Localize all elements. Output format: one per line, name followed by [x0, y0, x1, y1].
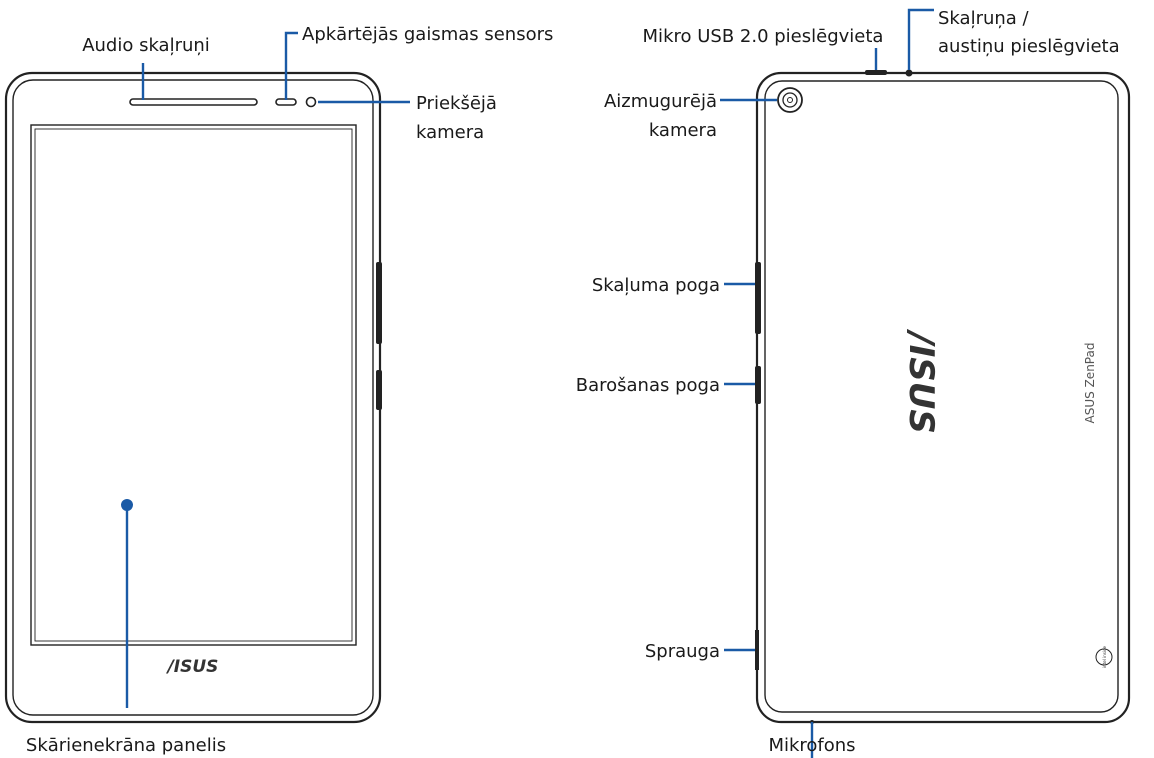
front-camera — [305, 96, 317, 108]
front-screen-inner — [34, 128, 353, 642]
back-asus-logo: /ISUS — [901, 328, 941, 434]
label-speaker-jack-line1: Skaļruņa / — [938, 8, 1030, 29]
label-usb-port: Mikro USB 2.0 pieslēgvieta — [643, 26, 884, 47]
label-slot: Sprauga — [645, 641, 720, 662]
label-volume-button: Skaļuma poga — [592, 275, 720, 296]
intel-badge-text: intel inside — [1102, 646, 1107, 668]
label-speaker-jack-line2: austiņu pieslēgvieta — [938, 36, 1120, 57]
label-rear-camera-line2: kamera — [649, 120, 717, 141]
label-front-camera-line1: Priekšējā — [416, 93, 497, 114]
back-outer-frame — [755, 71, 1131, 724]
rear-camera-lens — [782, 92, 798, 108]
front-view: /ISUS — [4, 71, 382, 724]
rear-camera-outer — [777, 87, 803, 113]
label-power-button: Barošanas poga — [576, 375, 720, 396]
label-audio-speakers: Audio skaļruņi — [82, 35, 210, 56]
back-leaders — [720, 8, 934, 758]
leader-speaker-jack — [907, 8, 934, 70]
label-front-camera-line2: kamera — [416, 122, 484, 143]
front-speaker-grille — [129, 98, 258, 106]
back-inner-panel — [764, 80, 1119, 713]
label-microphone: Mikrofons — [768, 735, 855, 756]
front-outer-frame — [4, 71, 382, 724]
front-leaders — [125, 31, 410, 708]
back-slot — [755, 630, 759, 670]
front-asus-logo: /ISUS — [166, 657, 219, 677]
back-brand-text: ASUS ZenPad — [1083, 343, 1097, 424]
rear-camera-center — [787, 97, 793, 103]
label-touchscreen: Skārienekrāna panelis — [26, 735, 226, 756]
back-view: /ISUS ASUS ZenPad intel inside — [755, 69, 1131, 724]
leader-light-sensor — [284, 31, 298, 100]
front-screen-outer — [30, 124, 357, 646]
intel-badge — [1095, 648, 1113, 666]
front-inner-frame — [12, 79, 374, 716]
label-light-sensor: Apkārtējās gaismas sensors — [302, 24, 553, 45]
label-rear-camera-line1: Aizmugurējā — [604, 91, 717, 112]
